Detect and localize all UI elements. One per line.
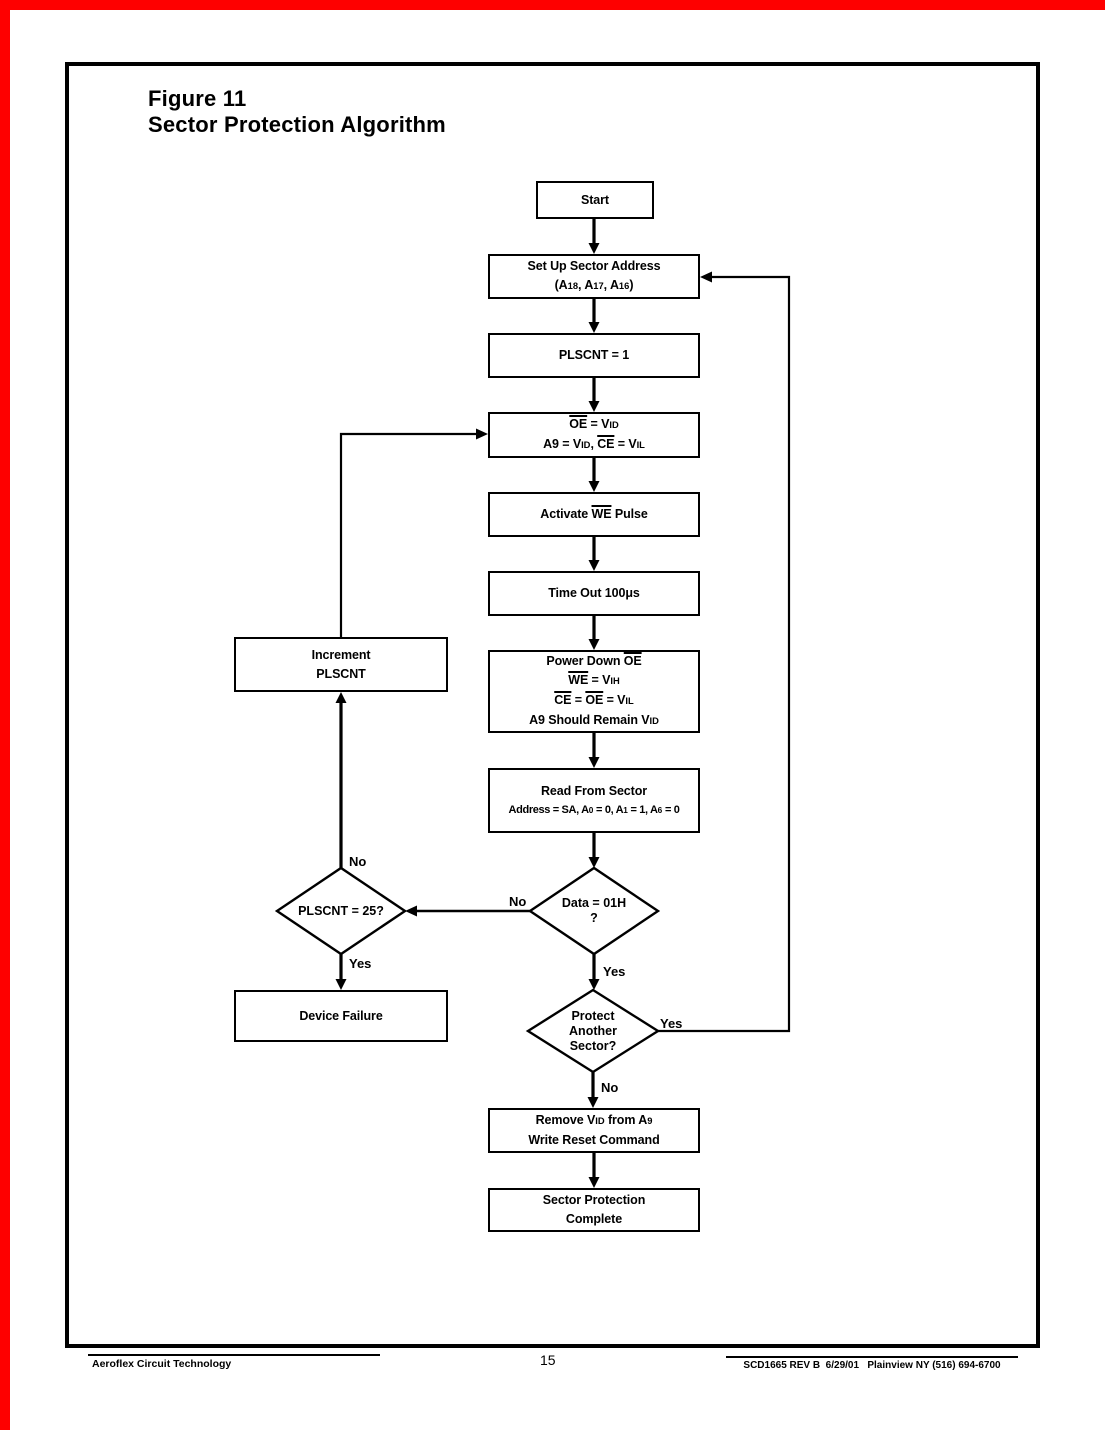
branch-label-protect-yes: Yes (660, 1016, 683, 1031)
footer-right-text: SCD1665 REV B 6/29/01 Plainview NY (516)… (743, 1360, 1001, 1371)
branch-label-plscnt-yes: Yes (349, 956, 372, 971)
node-start-line: Start (581, 192, 609, 207)
node-line: Remove VID from A9 (535, 1113, 653, 1127)
branch-label-protect-no: No (601, 1080, 619, 1095)
diamond-line: Another (569, 1024, 617, 1038)
footer-rule-left (88, 1354, 380, 1356)
node-sector-protection-complete: Sector Protection Complete (488, 1188, 700, 1232)
node-line: PLSCNT (316, 666, 366, 681)
node-read-from-sector: Read From Sector Address = SA, A0 = 0, A… (488, 768, 700, 833)
node-line: Address = SA, A0 = 0, A1 = 1, A6 = 0 (508, 803, 680, 816)
diamond-line: PLSCNT = 25? (298, 904, 384, 918)
diamond-line: ? (590, 911, 598, 925)
node-apply-vid: OE = VID A9 = VID, CE = VIL (488, 412, 700, 458)
node-remove-vid: Remove VID from A9 Write Reset Command (488, 1108, 700, 1153)
branch-label-data-yes: Yes (603, 964, 626, 979)
page-number: 15 (540, 1352, 556, 1368)
node-line: Read From Sector (540, 783, 648, 798)
node-line: Activate WE Pulse (540, 507, 648, 521)
footer-rule-right (726, 1356, 1018, 1358)
branch-label-data-no: No (509, 894, 527, 909)
red-border-top (0, 0, 1105, 10)
footer-left-text: Aeroflex Circuit Technology (92, 1358, 232, 1370)
diamond-text-data-check: Data = 01H ? (534, 896, 654, 926)
node-line: WE = VIH (568, 673, 620, 687)
node-line: A9 Should Remain VID (529, 713, 659, 727)
node-line: PLSCNT = 1 (558, 348, 630, 362)
node-line: Time Out 100μs (548, 586, 640, 600)
node-line: CE = OE = VIL (554, 693, 634, 707)
figure-label: Figure 11 (148, 86, 247, 111)
diamond-line: Sector? (569, 1039, 617, 1053)
diamond-text-plscnt-check: PLSCNT = 25? (281, 904, 401, 919)
red-border-left (0, 0, 10, 1430)
diamond-text-protect-another: Protect Another Sector? (533, 1009, 653, 1054)
figure-title-block: Figure 11 Sector Protection Algorithm (148, 86, 446, 138)
diamond-line: Protect (571, 1009, 615, 1023)
node-line: Complete (565, 1212, 623, 1226)
page-border (65, 62, 1040, 1348)
node-line: Write Reset Command (528, 1133, 660, 1147)
node-line: (A18, A17, A16) (554, 278, 634, 292)
node-line: Set Up Sector Address (527, 259, 661, 273)
diamond-line: Data = 01H (561, 896, 627, 910)
node-device-failure: Device Failure (234, 990, 448, 1042)
node-line: Device Failure (299, 1008, 383, 1023)
node-power-down: Power Down OE WE = VIH CE = OE = VIL A9 … (488, 650, 700, 733)
node-start: Start (536, 181, 654, 219)
node-line: Sector Protection (542, 1193, 646, 1207)
node-activate-we-pulse: Activate WE Pulse (488, 492, 700, 537)
node-time-out: Time Out 100μs (488, 571, 700, 616)
node-set-up-sector-address: Set Up Sector Address (A18, A17, A16) (488, 254, 700, 299)
branch-label-plscnt-no: No (349, 854, 367, 869)
node-line: A9 = VID, CE = VIL (543, 437, 645, 451)
node-line: Increment (311, 647, 371, 662)
figure-title: Sector Protection Algorithm (148, 112, 446, 137)
node-increment-plscnt: Increment PLSCNT (234, 637, 448, 692)
node-line: Power Down OE (546, 654, 642, 668)
node-plscnt-init: PLSCNT = 1 (488, 333, 700, 378)
node-line: OE = VID (569, 417, 619, 431)
